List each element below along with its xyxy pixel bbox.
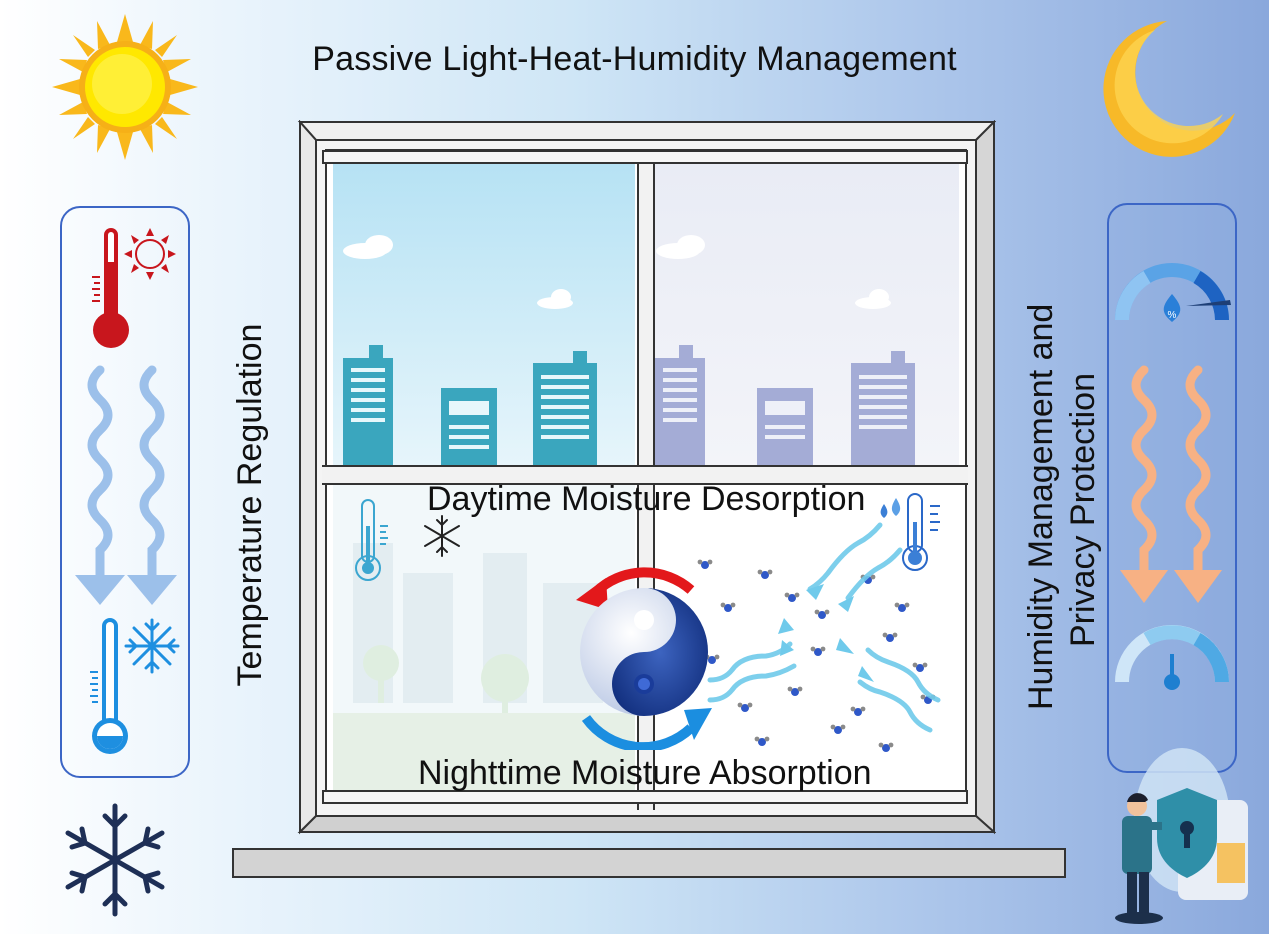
humidity-gauge-icon: % bbox=[1112, 258, 1232, 333]
svg-text:%: % bbox=[1168, 310, 1177, 321]
radiation-waves-icon bbox=[1118, 365, 1228, 605]
window-bottom-rail bbox=[322, 790, 968, 804]
heat-flow-waves-icon bbox=[70, 365, 180, 610]
sun-icon bbox=[50, 12, 200, 162]
daytime-label: Daytime Moisture Desorption bbox=[427, 480, 866, 518]
water-molecule-field bbox=[690, 520, 950, 770]
nighttime-label: Nighttime Moisture Absorption bbox=[418, 754, 872, 792]
thermometer-hot-icon bbox=[68, 222, 183, 352]
temperature-regulation-label: Temperature Regulation bbox=[231, 323, 269, 687]
window-glass-scene bbox=[333, 163, 959, 793]
window-sill bbox=[232, 848, 1066, 878]
low-humidity-gauge-icon bbox=[1112, 620, 1232, 690]
privacy-person-icon bbox=[1102, 748, 1252, 928]
humidity-label-line1: Humidity Management and bbox=[1022, 303, 1060, 710]
humidity-label-line2: Privacy Protection bbox=[1064, 373, 1102, 647]
small-snowflake-icon bbox=[418, 512, 466, 560]
humidity-thermometer-icon bbox=[872, 492, 952, 576]
humidity-privacy-label: Humidity Management and Privacy Protecti… bbox=[1020, 303, 1120, 710]
moon-icon bbox=[1095, 18, 1240, 163]
diagram-title: Passive Light-Heat-Humidity Management bbox=[312, 40, 957, 78]
thermometer-cold-icon bbox=[70, 612, 185, 757]
snowflake-icon bbox=[62, 802, 168, 918]
window-horizontal-muntin bbox=[322, 465, 968, 485]
thermometer-outline-icon bbox=[350, 496, 400, 586]
yin-yang-icon bbox=[576, 560, 716, 750]
temperature-panel bbox=[60, 206, 190, 778]
window-top-rail bbox=[322, 150, 968, 164]
